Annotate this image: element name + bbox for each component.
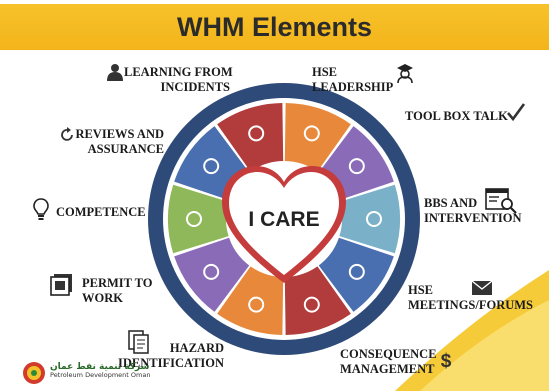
wheel-segment-5 <box>318 237 394 312</box>
center-label: I CARE <box>248 208 319 231</box>
segment-icon-9 <box>186 211 202 227</box>
footer-company: Petroleum Development Oman <box>50 371 151 379</box>
document-search-icon <box>485 188 517 214</box>
label-competence: COMPETENCE <box>56 205 146 219</box>
segment-icon-6 <box>303 296 320 313</box>
svg-text:$: $ <box>441 351 452 371</box>
segment-icon-1 <box>248 125 265 142</box>
segment-icon-8 <box>203 263 220 280</box>
segment-icon-7 <box>248 296 265 313</box>
checkmark-icon <box>507 103 526 122</box>
segment-icon-5 <box>348 263 365 280</box>
footer-arabic-name: شركة تنمية نفط عمان <box>50 362 150 372</box>
wheel-segment-8 <box>174 237 250 312</box>
decorative-swoosh-light <box>420 300 549 391</box>
documents-icon <box>128 330 149 354</box>
permit-icon <box>50 274 72 296</box>
segment-icon-3 <box>348 158 365 175</box>
envelope-icon <box>471 280 493 295</box>
title-bar: WHM Elements <box>0 4 549 50</box>
pdo-logo <box>23 362 45 384</box>
page-title: WHM Elements <box>176 11 373 42</box>
refresh-icon <box>61 127 73 141</box>
heart-fill <box>229 172 339 275</box>
person-icon <box>107 64 123 81</box>
segment-icon-2 <box>303 125 320 142</box>
lightbulb-icon <box>33 198 49 220</box>
wheel-segment-4 <box>339 184 400 254</box>
segment-icon-4 <box>366 211 382 227</box>
segment-icon-10 <box>203 158 220 175</box>
graduate-icon <box>397 64 413 83</box>
wheel-segment-9 <box>167 184 229 254</box>
dollar-icon: $ <box>441 351 452 371</box>
label-tool-box-talk: TOOL BOX TALK <box>405 109 508 123</box>
